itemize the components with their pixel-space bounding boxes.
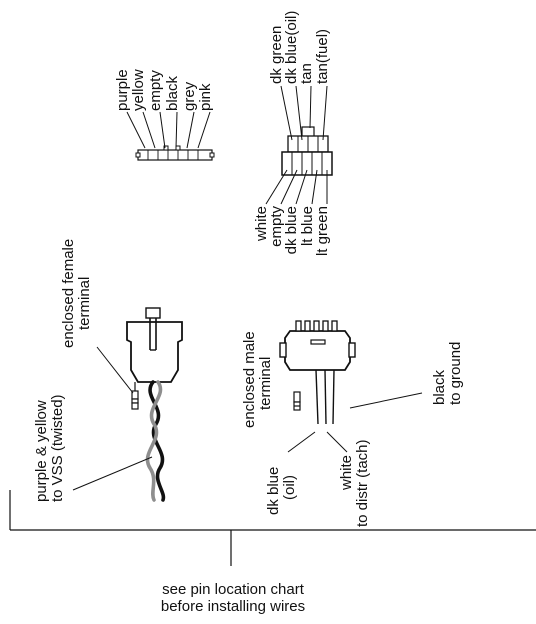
bottom-bracket — [9, 490, 536, 566]
vss-label-line-2: to VSS (twisted) — [49, 394, 66, 502]
wire-label-tan-fuel: tan(fuel) — [314, 29, 331, 84]
wire-label-dk-blue-oil: dk blue(oil) — [283, 11, 300, 84]
ground-label-line-1: black — [431, 369, 448, 405]
footer-note-line-1: see pin location chart — [162, 581, 305, 598]
wire-label-empty-2: empty — [268, 206, 285, 247]
wire-label-yellow: yellow — [130, 69, 147, 111]
wire-label-dk-blue: dk blue — [283, 206, 300, 254]
six-pin-leader-lines — [126, 111, 211, 149]
female-terminal-label-line-2: terminal — [76, 277, 93, 330]
male-harness-wires — [315, 369, 335, 425]
tach-leader — [326, 431, 348, 453]
footer-note-line-2: before installing wires — [161, 598, 305, 615]
wire-label-tan: tan — [298, 63, 315, 84]
female-terminal-leader — [96, 346, 134, 394]
wire-label-lt-green: lt green — [314, 206, 331, 256]
oil-leader — [287, 431, 316, 453]
wire-label-lt-blue: lt blue — [299, 206, 316, 246]
male-terminal — [293, 391, 301, 411]
ground-label-line-2: to ground — [447, 342, 464, 405]
ten-pin-upper-leaders — [280, 85, 328, 141]
wire-label-grey: grey — [181, 81, 198, 111]
wire-label-empty: empty — [147, 70, 164, 111]
wire-label-white: white — [253, 206, 270, 242]
six-pin-connector — [135, 145, 215, 161]
male-terminal-label-line-2: terminal — [257, 357, 274, 410]
oil-label-line-1: dk blue — [265, 467, 282, 515]
ten-pin-lower-leaders — [265, 169, 328, 205]
wire-label-black: black — [164, 75, 181, 111]
male-terminal-label-line-1: enclosed male — [241, 331, 258, 428]
wire-label-purple: purple — [114, 69, 131, 111]
female-connector-body — [126, 307, 183, 383]
wire-label-dk-green: dk green — [268, 26, 285, 84]
twisted-wire-pair — [145, 380, 166, 502]
tach-label-line-2: to distr (tach) — [354, 439, 371, 527]
wire-label-pink: pink — [197, 83, 214, 111]
oil-label-line-2: (oil) — [281, 475, 298, 500]
tach-label-line-1: white — [338, 455, 355, 491]
ground-leader — [349, 392, 423, 409]
female-terminal-label-line-1: enclosed female — [60, 239, 77, 348]
ten-pin-connector — [281, 126, 333, 176]
male-connector-body — [279, 320, 356, 371]
vss-leader — [72, 456, 153, 491]
vss-label-line-1: purple & yellow — [33, 400, 50, 502]
female-terminal — [131, 382, 139, 410]
